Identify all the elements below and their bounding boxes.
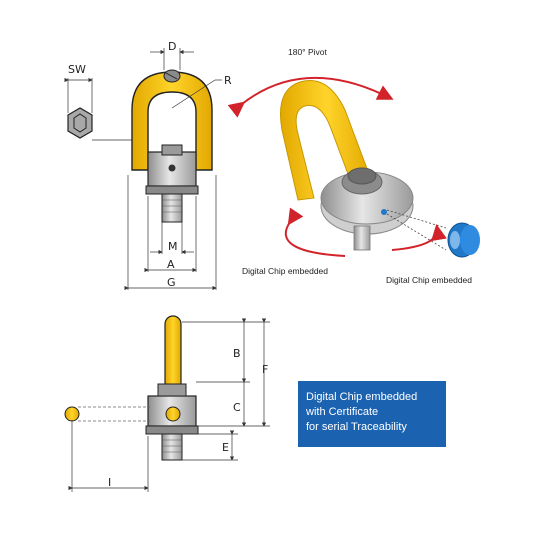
label-a: A <box>167 258 175 271</box>
digital-chip <box>447 222 480 258</box>
side-view: B C F E I <box>64 315 270 492</box>
label-d: D <box>168 40 176 53</box>
info-box: Digital Chip embedded with Certificate f… <box>298 381 446 447</box>
label-b: B <box>233 347 241 360</box>
label-r: R <box>224 74 232 87</box>
front-view: SW R D M A <box>64 40 232 291</box>
info-line-1: Digital Chip embedded <box>306 391 418 403</box>
chip-caption-left: Digital Chip embedded <box>242 266 328 276</box>
info-line-3: for serial Traceability <box>306 421 407 433</box>
label-m: M <box>168 240 178 253</box>
chip-caption-right: Digital Chip embedded <box>386 275 472 285</box>
pivot-arrow <box>227 76 394 118</box>
label-f: F <box>262 363 268 376</box>
yellow-bow <box>131 71 213 171</box>
pivot-caption: 180° Pivot <box>288 47 327 57</box>
rotation-arrow <box>284 207 346 257</box>
product-photo: 180° Pivot Digital Chip embedded Digital… <box>227 47 480 285</box>
label-sw: SW <box>68 63 86 76</box>
label-e: E <box>222 441 229 454</box>
info-line-2: with Certificate <box>306 406 379 418</box>
label-i: I <box>108 476 111 489</box>
label-g: G <box>167 276 176 289</box>
hex-nut-icon <box>67 107 93 139</box>
label-c: C <box>233 401 241 414</box>
